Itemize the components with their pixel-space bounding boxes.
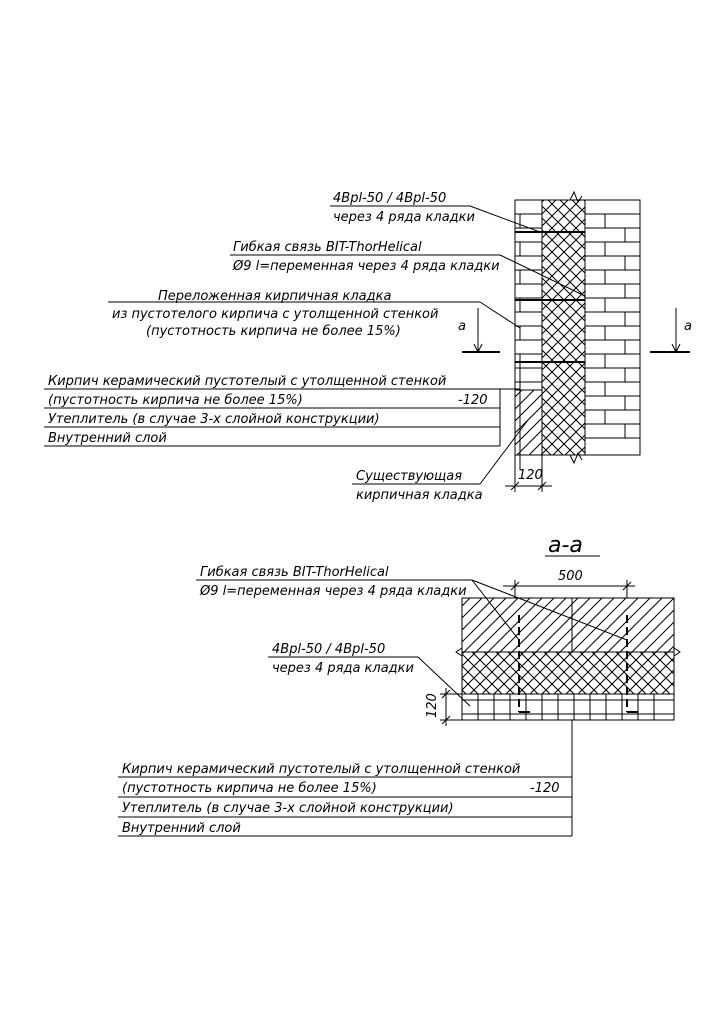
section-layer-table: Кирпич керамический пустотелый с утолщен… bbox=[118, 720, 573, 837]
layer-1-label: Кирпич керамический пустотелый с утолщен… bbox=[48, 374, 446, 389]
dimension-500-text: 500 bbox=[558, 569, 583, 584]
section-layer-2-value: -120 bbox=[530, 781, 560, 796]
section-mesh-label-line1: 4Bpl-50 / 4Bpl-50 bbox=[272, 642, 385, 657]
break-mark-top bbox=[569, 190, 583, 204]
layer-2-value: -120 bbox=[458, 393, 488, 408]
section-dimension-120-text: 120 bbox=[425, 693, 440, 718]
leader-mesh: 4Bpl-50 / 4Bpl-50 через 4 ряда кладки bbox=[330, 191, 541, 233]
section-insulation bbox=[461, 651, 675, 695]
section-mesh-label-line2: через 4 ряда кладки bbox=[272, 661, 414, 676]
section-brick-joints bbox=[462, 694, 674, 720]
existing-masonry bbox=[514, 389, 543, 456]
existing-label-line2: кирпичная кладка bbox=[356, 488, 483, 503]
insulation-layer bbox=[541, 199, 586, 456]
section-break-right bbox=[673, 647, 681, 657]
leader-tie: Гибкая связь BIT-ThorHelical Ø9 l=переме… bbox=[230, 240, 586, 297]
section-inner-wall bbox=[461, 597, 675, 653]
section-mark-left: а bbox=[458, 308, 500, 354]
section-ties bbox=[518, 615, 638, 713]
section-mark-left-label: а bbox=[458, 319, 466, 334]
leader-relaid: Переложенная кирпичная кладка из пустоте… bbox=[108, 289, 521, 339]
relaid-label-line3: (пустотность кирпича не более 15%) bbox=[146, 324, 401, 339]
inner-wall-courses bbox=[585, 213, 640, 439]
section-layer-1-label: Кирпич керамический пустотелый с утолщен… bbox=[122, 762, 520, 777]
section-leader-mesh: 4Bpl-50 / 4Bpl-50 через 4 ряда кладки bbox=[268, 642, 471, 707]
tie-label-line1: Гибкая связь BIT-ThorHelical bbox=[233, 240, 422, 255]
section-tie-label-line2: Ø9 l=переменная через 4 ряда кладки bbox=[199, 584, 467, 599]
elevation-view: а а 4Bpl-50 / 4Bpl-50 через 4 ряда кладк… bbox=[44, 190, 692, 503]
dimension-120-section: 120 bbox=[425, 688, 462, 726]
section-mark-right: а bbox=[650, 308, 692, 354]
mesh-label-line2: через 4 ряда кладки bbox=[333, 210, 475, 225]
section-break-left bbox=[455, 647, 463, 657]
section-tie-label-line1: Гибкая связь BIT-ThorHelical bbox=[200, 565, 389, 580]
section-mark-right-label: а bbox=[684, 319, 692, 334]
section-layer-3-label: Утеплитель (в случае 3-х слойной констру… bbox=[122, 801, 454, 816]
inner-brick-wall bbox=[584, 199, 641, 456]
section-title: а-а bbox=[548, 533, 583, 558]
leader-existing: Существующая кирпичная кладка bbox=[352, 419, 529, 503]
relaid-label-line2: из пустотелого кирпича с утолщенной стен… bbox=[112, 307, 438, 322]
brick-courses bbox=[515, 213, 542, 383]
layer-3-label: Утеплитель (в случае 3-х слойной констру… bbox=[48, 412, 380, 427]
break-mark-bottom bbox=[569, 451, 583, 465]
dimension-120-text: 120 bbox=[518, 468, 543, 483]
elevation-layer-table: Кирпич керамический пустотелый с утолщен… bbox=[44, 368, 521, 470]
layer-4-label: Внутренний слой bbox=[48, 431, 167, 446]
section-layer-4-label: Внутренний слой bbox=[122, 821, 241, 836]
section-view: а-а 500 bbox=[118, 533, 681, 837]
dimension-500: 500 bbox=[503, 569, 635, 598]
section-facing-brick bbox=[461, 693, 675, 721]
tie-label-line2: Ø9 l=переменная через 4 ряда кладки bbox=[232, 259, 500, 274]
dimension-120-elevation: 120 bbox=[505, 455, 552, 492]
existing-label-line1: Существующая bbox=[356, 469, 462, 484]
layer-2-label: (пустотность кирпича не более 15%) bbox=[48, 393, 303, 408]
section-layer-2-label: (пустотность кирпича не более 15%) bbox=[122, 781, 377, 796]
section-leader-tie: Гибкая связь BIT-ThorHelical Ø9 l=переме… bbox=[196, 565, 628, 641]
relaid-label-line1: Переложенная кирпичная кладка bbox=[158, 289, 391, 304]
mesh-label-line1: 4Bpl-50 / 4Bpl-50 bbox=[333, 191, 446, 206]
